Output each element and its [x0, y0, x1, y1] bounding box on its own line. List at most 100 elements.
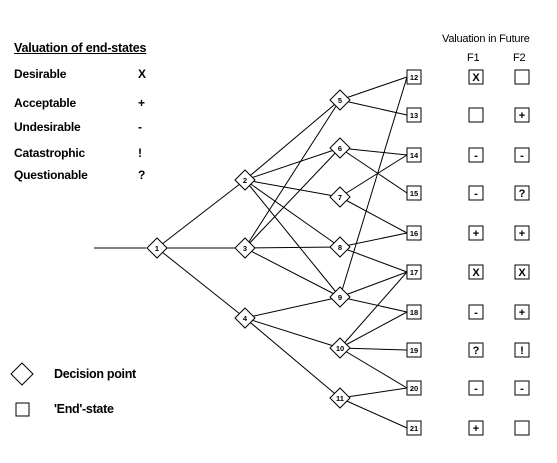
- edge-1-2: [156, 179, 246, 249]
- future-col-f1: F1: [467, 52, 480, 64]
- decision-node-label: 1: [155, 244, 159, 253]
- legend-row-catastrophic: Catastrophic: [14, 146, 85, 160]
- valuation-symbol: +: [519, 110, 525, 122]
- edge-3-6: [244, 147, 341, 249]
- legend-title: Valuation of end-states: [14, 41, 147, 55]
- edge-10-17: [339, 271, 408, 349]
- endstate-node-16: 16: [406, 225, 422, 241]
- valuation-f2-20: -: [514, 380, 530, 396]
- edge-4-9: [244, 296, 341, 319]
- valuation-symbol: +: [473, 228, 479, 240]
- valuation-f1-19: ?: [468, 342, 484, 358]
- valuation-symbol: ?: [473, 345, 480, 357]
- legend-row-questionable: Questionable: [14, 168, 88, 182]
- decision-node-label: 10: [336, 344, 344, 353]
- edge-7-14: [339, 154, 408, 198]
- endstate-node-label: 13: [410, 111, 418, 120]
- decision-node-label: 8: [338, 243, 342, 252]
- legend-symbol-catastrophic: !: [138, 146, 142, 160]
- valuation-symbol: -: [520, 383, 524, 395]
- endstate-node-label: 20: [410, 384, 418, 393]
- decision-node-10: 10: [329, 337, 351, 359]
- decision-node-label: 2: [243, 176, 247, 185]
- endstate-node-14: 14: [406, 147, 422, 163]
- decision-node-9: 9: [329, 286, 351, 308]
- decision-node-6: 6: [329, 137, 351, 159]
- edge-10-18: [339, 311, 408, 349]
- legend-symbol-questionable: ?: [138, 168, 146, 182]
- endstate-node-label: 14: [410, 151, 419, 160]
- valuation-symbol: ?: [519, 188, 526, 200]
- edge-2-9: [244, 179, 341, 298]
- edge-8-16: [339, 232, 408, 248]
- decision-node-label: 11: [336, 394, 344, 403]
- decision-node-label: 7: [338, 193, 342, 202]
- valuation-f1-12: X: [468, 69, 484, 85]
- endstate-node-label: 17: [410, 268, 418, 277]
- valuation-f1-21: +: [468, 420, 484, 436]
- edge-11-20: [339, 387, 408, 399]
- key-decision-label: Decision point: [54, 367, 136, 381]
- decision-node-4: 4: [234, 307, 256, 329]
- endstate-node-13: 13: [406, 107, 422, 123]
- edge-6-15: [339, 147, 408, 194]
- valuation-symbol: -: [520, 150, 524, 162]
- decision-node-7: 7: [329, 186, 351, 208]
- edge-8-17: [339, 246, 408, 273]
- legend-row-desirable: Desirable: [14, 67, 67, 81]
- edge-10-20: [339, 347, 408, 389]
- edge-5-12: [339, 76, 408, 101]
- valuation-symbol: -: [474, 383, 478, 395]
- legend-symbol-acceptable: +: [138, 96, 146, 110]
- decision-node-label: 9: [338, 293, 342, 302]
- edge-3-8: [244, 246, 341, 249]
- future-title: Valuation in Future: [442, 33, 530, 45]
- decision-node-5: 5: [329, 89, 351, 111]
- decision-node-3: 3: [234, 237, 256, 259]
- valuation-symbol: X: [472, 267, 480, 279]
- valuation-f2-13: +: [514, 107, 530, 123]
- endstate-node-label: 12: [410, 73, 418, 82]
- valuation-f2-17: X: [514, 264, 530, 280]
- edge-10-19: [339, 347, 408, 351]
- endstate-node-17: 17: [406, 264, 422, 280]
- decision-node-label: 5: [338, 96, 342, 105]
- valuation-symbol: -: [474, 307, 478, 319]
- edge-9-12: [339, 76, 408, 298]
- edge-7-16: [339, 196, 408, 234]
- valuation-symbol: !: [520, 345, 524, 357]
- valuation-symbol: X: [472, 72, 480, 84]
- edge-2-6: [244, 147, 341, 181]
- endstate-node-18: 18: [406, 304, 422, 320]
- edge-2-8: [244, 179, 341, 248]
- valuation-f1-16: +: [468, 225, 484, 241]
- valuation-f1-15: -: [468, 185, 484, 201]
- decision-node-2: 2: [234, 169, 256, 191]
- key-endstate-label: 'End'-state: [54, 402, 114, 416]
- decision-node-label: 3: [243, 244, 247, 253]
- edge-2-7: [244, 179, 341, 198]
- valuation-f2-12: [514, 69, 530, 85]
- legend-symbol-desirable: X: [138, 67, 147, 81]
- decision-node-1: 1: [146, 237, 168, 259]
- decision-node-label: 6: [338, 144, 342, 153]
- valuation-f1-20: -: [468, 380, 484, 396]
- valuation-f2-16: +: [514, 225, 530, 241]
- valuation-f2-14: -: [514, 147, 530, 163]
- edge-11-21: [339, 397, 408, 429]
- valuation-symbol: +: [473, 423, 479, 435]
- valuation-f2-21: [514, 420, 530, 436]
- endstate-node-label: 18: [410, 308, 418, 317]
- valuation-f2-19: !: [514, 342, 530, 358]
- valuation-symbol: -: [474, 150, 478, 162]
- edge-6-14: [339, 147, 408, 156]
- endstate-node-20: 20: [406, 380, 422, 396]
- key-endstate-icon: [15, 402, 30, 417]
- valuation-f2-15: ?: [514, 185, 530, 201]
- legend-symbol-undesirable: -: [138, 120, 142, 134]
- endstate-node-label: 16: [410, 229, 418, 238]
- key-decision-icon: [10, 362, 34, 386]
- endstate-node-21: 21: [406, 420, 422, 436]
- decision-node-8: 8: [329, 236, 351, 258]
- valuation-symbol: -: [474, 188, 478, 200]
